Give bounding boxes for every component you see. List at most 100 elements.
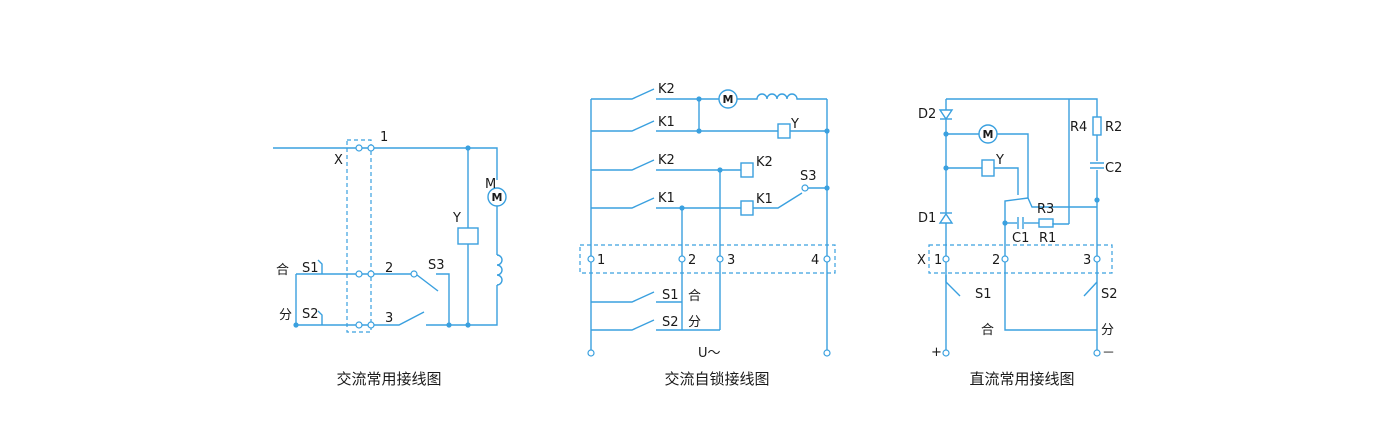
label-c2: C2	[1105, 161, 1122, 176]
label-d1: D1	[918, 211, 936, 226]
terminal-3-left	[355, 321, 363, 329]
wire-inductor-return	[468, 285, 498, 326]
label-he: 合	[276, 263, 289, 278]
label-terminal-2: 2	[688, 253, 696, 268]
caption-ac-selflock: 交流自锁接线图	[664, 370, 769, 388]
terminal-block-dashed	[928, 244, 1113, 274]
coil-y	[777, 123, 791, 139]
coil-y	[981, 159, 995, 177]
s3-contact	[801, 184, 809, 192]
label-terminal-3: 3	[1083, 253, 1091, 268]
terminal-block-dashed	[579, 244, 836, 274]
s2-contact	[1083, 281, 1098, 297]
terminal-2	[678, 255, 686, 263]
label-fen: 分	[1101, 323, 1114, 338]
label-he: 合	[688, 289, 701, 304]
coil-y	[457, 227, 479, 245]
terminal-1-right	[367, 144, 375, 152]
wire-y-out	[994, 167, 1019, 195]
junction-dot	[717, 167, 723, 173]
terminal-3	[1093, 255, 1101, 263]
terminal-1	[942, 255, 950, 263]
terminal-2-left	[355, 270, 363, 278]
label-d2: D2	[918, 107, 936, 122]
s3-blade	[753, 192, 803, 209]
s2-contact	[317, 310, 323, 325]
junction-dot	[943, 165, 949, 171]
wire-top-bus	[946, 98, 1098, 117]
label-terminal-2: 2	[992, 253, 1000, 268]
label-r2: R2	[1105, 120, 1122, 135]
label-r1: R1	[1039, 231, 1056, 246]
label-fen: 分	[688, 315, 701, 330]
label-y: Y	[790, 117, 799, 132]
inductor	[496, 254, 503, 286]
label-he: 合	[981, 323, 994, 338]
wire-terminal-3	[296, 311, 425, 326]
junction-dot	[465, 322, 471, 328]
s1-contact	[591, 291, 655, 303]
motor-label: M	[492, 191, 503, 204]
label-minus: －	[1102, 346, 1115, 361]
label-terminal-1: 1	[934, 253, 942, 268]
terminal-1	[587, 255, 595, 263]
supply-minus-terminal	[1093, 349, 1101, 357]
label-s1: S1	[302, 261, 319, 276]
coil-k1	[740, 200, 754, 216]
junction-dot	[293, 322, 299, 328]
resistor-r4	[1092, 116, 1102, 136]
k2-contact-top	[591, 88, 655, 100]
label-y: Y	[452, 211, 461, 226]
label-y: Y	[995, 153, 1004, 168]
s3-contact	[410, 270, 418, 278]
label-s1: S1	[662, 288, 679, 303]
label-k1-coil: K1	[756, 192, 773, 207]
terminal-2-right	[367, 270, 375, 278]
capacitor-c2	[1090, 162, 1104, 169]
junction-dot	[824, 128, 830, 134]
label-terminal-3: 3	[727, 253, 735, 268]
label-k1-a: K1	[658, 115, 675, 130]
terminal-block-dashed	[346, 139, 372, 333]
junction-dot	[1094, 197, 1100, 203]
junction-dot	[696, 96, 702, 102]
label-k1-b: K1	[658, 191, 675, 206]
label-terminal-1: 1	[597, 253, 605, 268]
junction-dot	[1002, 220, 1008, 226]
terminal-2	[1001, 255, 1009, 263]
caption-ac-common: 交流常用接线图	[336, 370, 441, 388]
terminal-3-right	[367, 321, 375, 329]
junction-dot	[679, 205, 685, 211]
label-k2-mid: K2	[658, 153, 675, 168]
label-k2-top: K2	[658, 82, 675, 97]
motor-label: M	[983, 128, 994, 141]
wire-s3-out	[436, 273, 450, 325]
label-terminal-1: 1	[380, 130, 388, 145]
label-s1: S1	[975, 287, 992, 302]
label-s3: S3	[800, 169, 817, 184]
inductor	[737, 93, 827, 100]
s1-contact	[317, 259, 323, 274]
terminal-4	[823, 255, 831, 263]
junction-dot	[465, 145, 471, 151]
label-c1: C1	[1012, 231, 1029, 246]
diode-d2	[938, 109, 954, 121]
wire-motor-out	[997, 133, 1029, 198]
supply-terminal-right	[823, 349, 831, 357]
wire-r1-out	[1052, 223, 1069, 225]
label-x: X	[917, 253, 926, 268]
label-k2-coil: K2	[756, 155, 773, 170]
wire-line-x	[273, 147, 498, 180]
junction-dot	[824, 185, 830, 191]
k2-contact-mid	[591, 159, 655, 171]
s1-contact	[945, 275, 961, 297]
terminal-3	[716, 255, 724, 263]
label-s2: S2	[1101, 287, 1118, 302]
label-s2: S2	[662, 315, 679, 330]
s3-blade	[416, 274, 439, 292]
label-r3: R3	[1037, 202, 1054, 217]
label-s3: S3	[428, 258, 445, 273]
label-terminal-3: 3	[385, 311, 393, 326]
supply-plus-terminal	[942, 349, 950, 357]
